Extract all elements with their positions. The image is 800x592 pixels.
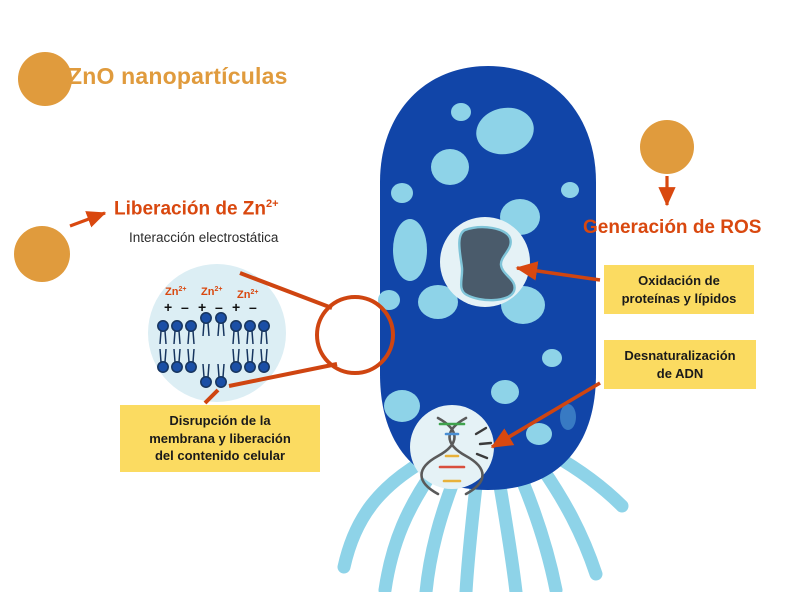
callout-dna-line-1: Desnaturalización — [624, 348, 736, 363]
nanoparticle-left-icon — [14, 226, 70, 282]
charge-row: +– +– +– — [164, 299, 257, 315]
heading-zinc-release: Liberación de Zn2+ — [114, 198, 279, 220]
page-title: ZnO nanopartículas — [68, 63, 288, 89]
nanoparticle-title-icon — [18, 52, 72, 106]
heading-zinc-superscript: 2+ — [266, 198, 279, 210]
svg-text:–: – — [249, 299, 257, 315]
callout-oxidation-line-2: proteínas y lípidos — [621, 290, 737, 306]
subtitle-electrostatic-interaction: Interacción electrostática — [129, 230, 279, 245]
zn-ion-labels: Zn2+ Zn2+ Zn2+ — [165, 286, 258, 301]
callout-dna-line-2: de ADN — [656, 365, 704, 381]
callout-membrane-line-2: membrana y liberación — [149, 430, 291, 446]
svg-text:+: + — [198, 299, 206, 315]
flagella-group — [337, 447, 629, 592]
callout-dna-denaturation: Desnaturalización de ADN — [604, 340, 756, 390]
svg-text:–: – — [181, 299, 189, 315]
protein-inset — [440, 217, 530, 307]
heading-ros-generation: Generación de ROS — [583, 217, 762, 238]
svg-text:–: – — [215, 299, 223, 315]
callout-oxidation-line-1: Oxidación de — [638, 273, 720, 288]
membrane-zoom-bubble: Zn2+ Zn2+ Zn2+ +– +– +– — [148, 264, 286, 402]
heading-zinc-release-text: Liberación de Zn — [114, 198, 267, 220]
callout-membrane-line-3: del contenido celular — [154, 448, 286, 464]
nanoparticle-right-icon — [640, 120, 694, 174]
callout-membrane-line-1: Disrupción de la — [169, 413, 271, 428]
bacterial-cell — [330, 62, 630, 592]
lipid-bilayer — [157, 312, 270, 388]
callout-oxidation: Oxidación de proteínas y lípidos — [604, 265, 754, 315]
cell-sheen — [560, 404, 576, 430]
dna-break-marks — [474, 426, 493, 460]
dna-inset — [410, 405, 494, 496]
callout-membrane-disruption: Disrupción de la membrana y liberación d… — [120, 405, 320, 472]
svg-text:+: + — [164, 299, 172, 315]
svg-text:Zn2+: Zn2+ — [201, 286, 222, 298]
svg-text:+: + — [232, 299, 240, 315]
arrow-to-zinc-heading — [69, 211, 107, 228]
svg-text:Zn2+: Zn2+ — [165, 286, 186, 298]
